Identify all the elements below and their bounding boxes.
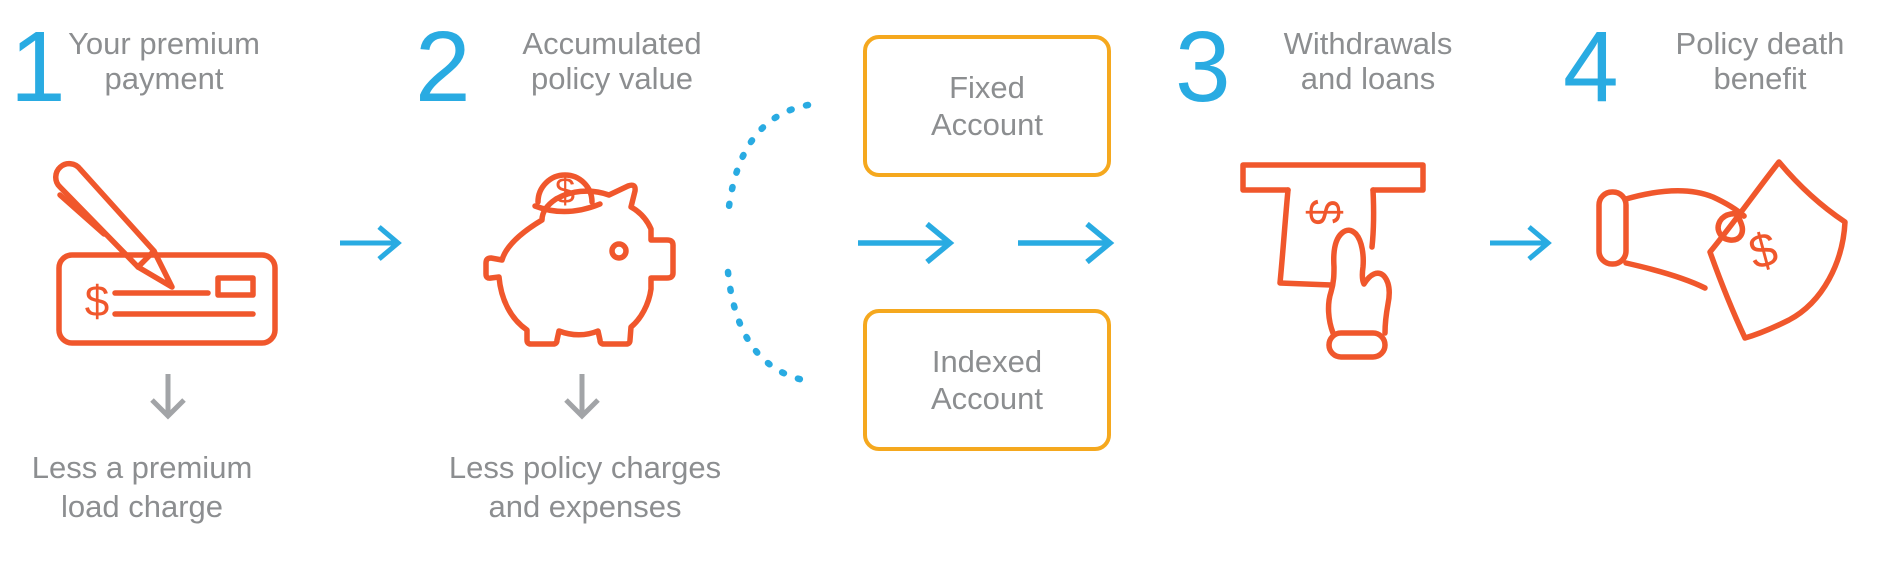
fixed-account-box: Fixed Account bbox=[863, 35, 1111, 177]
step-2-caption: Less policy charges and expenses bbox=[448, 450, 722, 524]
step-4-title: Policy death benefit bbox=[1675, 26, 1845, 96]
step-1-number: 1 bbox=[10, 11, 66, 123]
deduction-arrow-2 bbox=[564, 374, 600, 420]
coin-dollar-glyph: $ bbox=[555, 170, 575, 211]
allocation-curve-bottom bbox=[724, 268, 812, 385]
deduction-arrow-1 bbox=[150, 374, 186, 420]
allocation-curve-top bbox=[724, 101, 812, 219]
allocation-split-curves bbox=[724, 101, 812, 385]
fixed-account-label: Fixed Account bbox=[930, 70, 1043, 142]
benefit-dollar-glyph: $ bbox=[1744, 222, 1784, 280]
check-dollar-glyph: $ bbox=[85, 277, 109, 326]
withdrawal-dollar-glyph: $ bbox=[1299, 199, 1351, 225]
flow-arrow-accounts-2 bbox=[1018, 221, 1115, 265]
step-3-title: Withdrawals and loans bbox=[1283, 26, 1453, 96]
indexed-account-label: Indexed Account bbox=[930, 344, 1043, 416]
hand-money-icon: $ bbox=[1596, 159, 1848, 341]
step-1-title: Your premium payment bbox=[68, 26, 260, 96]
flow-arrow-3-4 bbox=[1490, 225, 1552, 261]
step-4-number: 4 bbox=[1563, 11, 1619, 123]
step-1-caption: Less a premium load charge bbox=[31, 450, 253, 524]
step-3-number: 3 bbox=[1175, 11, 1231, 123]
atm-withdrawal-icon: $ bbox=[1240, 162, 1426, 360]
step-2-number: 2 bbox=[415, 11, 471, 123]
indexed-account-box: Indexed Account bbox=[863, 309, 1111, 451]
check-pen-icon: $ bbox=[53, 160, 278, 346]
flow-arrow-accounts-1 bbox=[858, 221, 955, 265]
flow-arrow-1-2 bbox=[340, 225, 402, 261]
step-2-title: Accumulated policy value bbox=[522, 26, 702, 96]
piggy-bank-icon: $ bbox=[483, 170, 676, 347]
